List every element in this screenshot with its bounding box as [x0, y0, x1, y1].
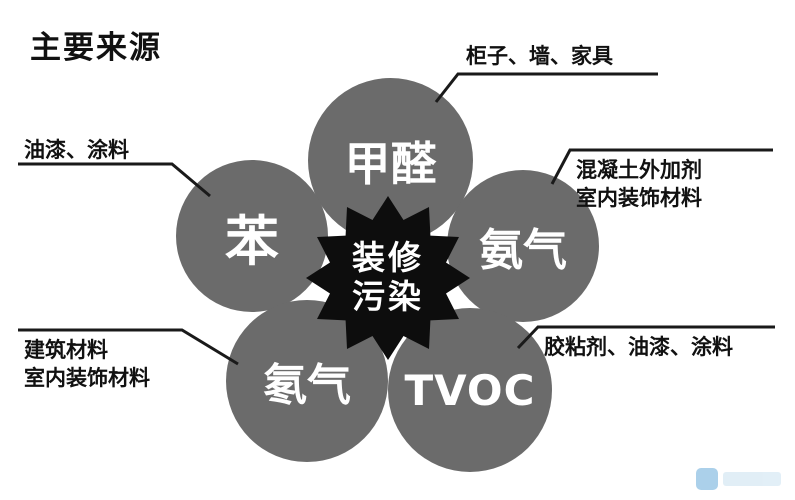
center-label: 装修 污染 — [303, 193, 473, 363]
callout-radon-text-1: 建筑材料 — [24, 338, 108, 362]
center-label-line1: 装修 — [352, 238, 424, 278]
callout-radon: 建筑材料 室内装饰材料 — [24, 336, 150, 393]
node-ammonia: 氨气 — [447, 170, 599, 322]
callout-benzene-text: 油漆、涂料 — [24, 138, 129, 162]
node-ammonia-label: 氨气 — [479, 225, 567, 276]
node-formaldehyde-label: 甲醛 — [344, 136, 437, 191]
callout-ammonia: 混凝土外加剂 室内装饰材料 — [576, 156, 702, 213]
node-radon-label: 氡气 — [263, 360, 351, 411]
callout-formaldehyde: 柜子、墙、家具 — [466, 42, 613, 70]
callout-ammonia-text-1: 混凝土外加剂 — [576, 158, 702, 182]
callout-tvoc: 胶粘剂、油漆、涂料 — [544, 333, 733, 361]
callout-formaldehyde-text: 柜子、墙、家具 — [466, 44, 613, 68]
callout-tvoc-text: 胶粘剂、油漆、涂料 — [544, 335, 733, 359]
starburst-shape — [306, 196, 470, 360]
callout-benzene: 油漆、涂料 — [24, 136, 129, 164]
center-label-line2: 污染 — [352, 277, 424, 316]
node-benzene-label: 苯 — [225, 209, 279, 273]
diagram-title: 主要来源 — [30, 30, 162, 66]
watermark-logo-text-blur — [723, 472, 781, 486]
node-tvoc-label: TVOC — [404, 365, 536, 415]
watermark-logo-icon — [696, 468, 718, 490]
callout-ammonia-text-2: 室内装饰材料 — [576, 186, 702, 211]
center-starburst — [303, 193, 473, 363]
callout-radon-text-2: 室内装饰材料 — [24, 366, 150, 391]
watermark-logo — [696, 468, 781, 490]
